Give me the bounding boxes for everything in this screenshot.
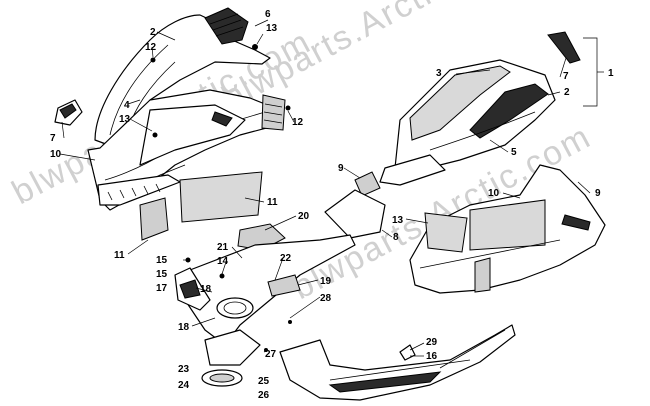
screw-icon — [252, 44, 258, 50]
callout-19: 19 — [320, 276, 332, 287]
callout-6-right: 7 — [563, 71, 569, 82]
screw-icon — [219, 273, 225, 279]
callout-28: 28 — [320, 293, 332, 304]
part-29 — [399, 344, 416, 361]
callout-10-left: 11 — [267, 197, 278, 208]
callout-9-right: 9 — [595, 188, 601, 199]
callout-7-left: 7 — [50, 133, 56, 144]
callout-8: 9 — [338, 163, 344, 174]
callout-14: 15 — [156, 255, 168, 266]
part-7-panel — [324, 189, 386, 239]
callout-3: 3 — [436, 68, 442, 79]
callout-26: 26 — [258, 390, 270, 401]
callout-11-left: 11 — [114, 250, 125, 261]
hood-assembly-left — [54, 7, 286, 241]
skid-plate-bottom — [279, 324, 516, 401]
callout-11-right: 13 — [392, 215, 404, 226]
callout-4: 4 — [124, 100, 130, 111]
callout-23: 23 — [178, 364, 190, 375]
callout-2-left: 2 — [150, 27, 156, 38]
belly-pan-center — [174, 223, 356, 387]
side-panel-right — [409, 164, 606, 294]
callout-2-right: 2 — [564, 87, 570, 98]
part-8 — [354, 171, 381, 197]
callout-29: 29 — [426, 337, 438, 348]
callout-21: 21 — [217, 242, 229, 253]
callout-15-right: 16 — [426, 351, 438, 362]
callout-10-right: 10 — [488, 188, 500, 199]
callout-7-right: 8 — [393, 232, 399, 243]
callout-24: 24 — [178, 380, 190, 391]
screw-icon — [150, 57, 156, 63]
callout-9-left: 10 — [50, 149, 62, 160]
callout-18: 18 — [200, 284, 212, 295]
leader-lines — [59, 19, 591, 357]
callout-labels: 6 13 2 12 4 13 7 10 12 11 11 3 7 2 1 5 9… — [50, 9, 614, 401]
callout-22: 22 — [280, 253, 292, 264]
callout-12-left: 12 — [145, 42, 157, 53]
callout-25: 25 — [258, 376, 270, 387]
callout-17: 18 — [178, 322, 190, 333]
callout-13-left: 13 — [119, 114, 131, 125]
callout-16: 17 — [156, 283, 168, 294]
callout-13-top: 13 — [266, 23, 278, 34]
callout-6-top: 6 — [265, 9, 271, 20]
group-bracket — [583, 37, 598, 107]
callout-20: 20 — [298, 211, 310, 222]
callout-15-left: 15 — [156, 269, 168, 280]
callout-27: 27 — [265, 349, 277, 360]
screw-icon — [264, 348, 268, 352]
screw-icon — [285, 105, 291, 111]
callout-13-center: 14 — [217, 256, 229, 267]
screw-icon — [288, 320, 292, 324]
callout-12-right: 12 — [292, 117, 304, 128]
callout-1: 1 — [608, 68, 614, 79]
callout-5: 5 — [511, 147, 517, 158]
screw-icon — [152, 132, 158, 138]
